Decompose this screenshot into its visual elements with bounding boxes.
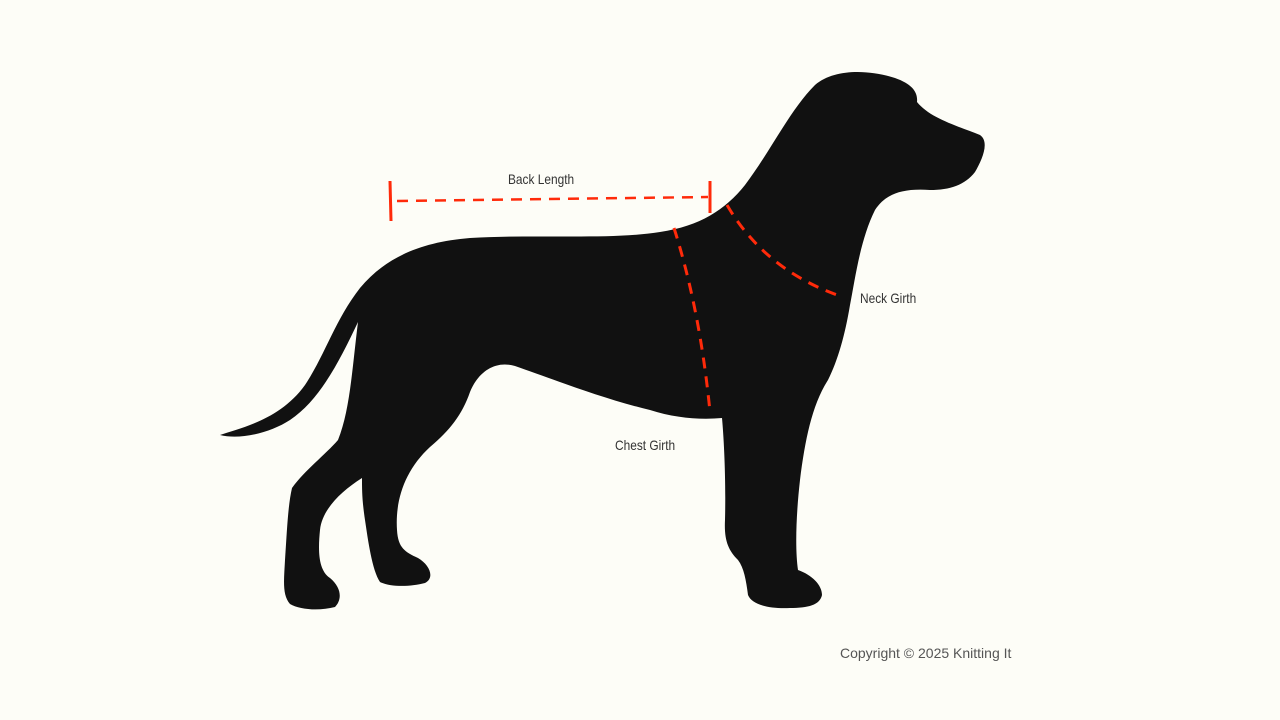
back-length-line xyxy=(396,195,709,203)
measurement-lines xyxy=(388,180,841,413)
back-length-start-bar xyxy=(388,180,393,222)
chest-girth-line xyxy=(672,227,712,413)
back-length-label: Back Length xyxy=(508,171,575,187)
dog-silhouette xyxy=(220,72,985,610)
chest-girth-label: Chest Girth xyxy=(615,437,676,453)
copyright-text: Copyright © 2025 Knitting It xyxy=(840,645,1012,661)
neck-girth-label: Neck Girth xyxy=(860,290,917,306)
